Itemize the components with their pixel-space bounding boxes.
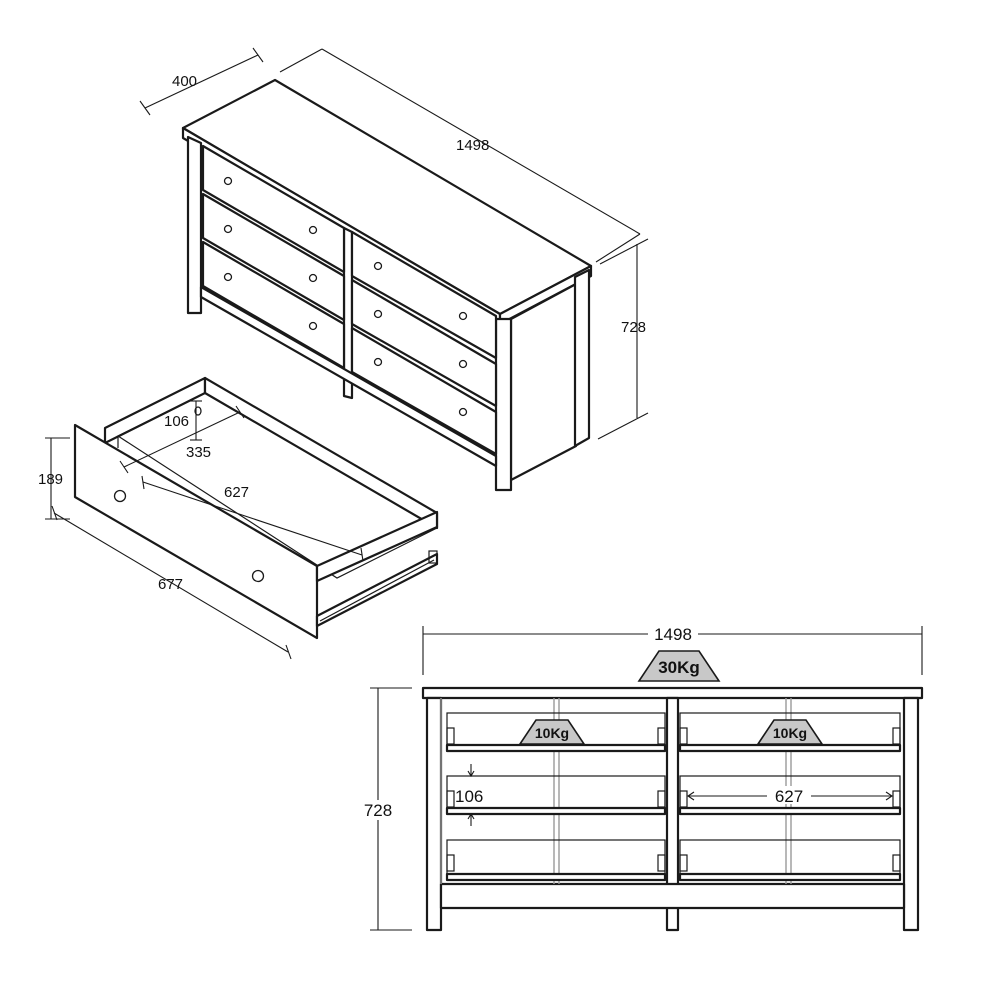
front-drawer-bottom [445, 872, 667, 882]
top-load-label: 30Kg [658, 658, 700, 677]
front-top-board [421, 686, 924, 700]
iso-depth-label: 400 [172, 73, 197, 90]
front-width-label: 1498 [654, 625, 692, 644]
iso-right-back-leg [573, 268, 591, 448]
front-left-drawers [445, 712, 667, 882]
front-drawer-depth-dimension: 627 [687, 786, 893, 806]
front-right-leg [902, 696, 920, 932]
iso-knob [458, 407, 468, 417]
front-drawer-height-dimension: 106 [455, 764, 483, 826]
iso-right-drawer-1 [350, 230, 498, 360]
iso-right-side-panel [509, 282, 578, 482]
drawer-front-height-label: 189 [38, 471, 63, 488]
iso-knob [373, 309, 383, 319]
front-elevation: 30Kg 10Kg 10Kg 1498 728 [358, 624, 924, 932]
front-left-leg [425, 696, 443, 932]
iso-knob [223, 224, 233, 234]
front-drawer-bottom [445, 743, 667, 753]
iso-right-front-leg [494, 317, 513, 492]
iso-dresser: 400 1498 728 [139, 47, 649, 492]
iso-knob [373, 357, 383, 367]
drawer-inner-depth-label: 627 [224, 484, 249, 501]
iso-depth-dimension: 400 [139, 47, 264, 116]
iso-knob [308, 273, 318, 283]
iso-left-drawer-3 [201, 240, 346, 370]
front-height-label: 728 [364, 801, 392, 820]
front-drawer-bottom [678, 806, 902, 816]
drawer-load-right-label: 10Kg [773, 725, 807, 741]
front-right-drawers [678, 712, 902, 882]
drawer-front-knob [113, 489, 127, 503]
drawer-front-panel [73, 423, 319, 640]
drawer-inner-width-label: 335 [186, 444, 211, 461]
iso-knob [308, 321, 318, 331]
drawer-inner-height-dimension: 106 [164, 400, 202, 441]
front-width-dimension: 1498 [422, 624, 923, 675]
front-drawer-depth-label: 627 [775, 787, 803, 806]
iso-left-drawer-2 [201, 192, 346, 322]
iso-width-dimension: 1498 [279, 48, 641, 263]
drawer-front-height-dimension: 189 [38, 437, 70, 520]
iso-width-label: 1498 [456, 137, 489, 154]
iso-knob [308, 225, 318, 235]
iso-right-drawer-3 [350, 326, 498, 456]
iso-height-dimension: 728 [597, 238, 649, 440]
front-back-frame-lines [440, 698, 792, 884]
front-drawer-right-3 [679, 839, 901, 877]
drawer-inner-depth-dimension: 627 [141, 475, 364, 562]
iso-height-label: 728 [621, 319, 646, 336]
iso-knob [223, 176, 233, 186]
iso-knob [458, 311, 468, 321]
drawer-back-panel [103, 376, 207, 445]
drawer-runner-end [428, 550, 438, 564]
front-height-dimension: 728 [358, 687, 412, 931]
drawer-load-left-label: 10Kg [535, 725, 569, 741]
iso-knob [373, 261, 383, 271]
drawer-front-depth-dimension: 677 [51, 505, 292, 660]
iso-right-drawer-2 [350, 278, 498, 408]
iso-knob [458, 359, 468, 369]
drawer-detail: 106 335 627 189 677 [38, 376, 439, 660]
drawer-front-knob [251, 569, 265, 583]
front-bottom-rail [439, 882, 906, 910]
front-drawer-height-label: 106 [455, 787, 483, 806]
iso-knob [223, 272, 233, 282]
front-drawer-bottom [678, 872, 902, 882]
drawer-inner-height-label: 106 [164, 413, 189, 430]
front-drawer-bottom [445, 806, 667, 816]
iso-left-front-leg [186, 135, 203, 315]
front-drawer-bottom [678, 743, 902, 753]
top-load-badge: 30Kg [637, 650, 721, 682]
drawer-inner-width-dimension: 335 [119, 405, 245, 474]
front-center-divider [665, 696, 680, 932]
iso-bottom-rail [199, 285, 498, 468]
front-drawer-left-3 [446, 839, 666, 877]
drawer-front-depth-label: 677 [158, 576, 183, 593]
drawer-left-side-panel [315, 510, 439, 583]
drawer-load-badge-right: 10Kg [756, 719, 824, 745]
iso-left-drawer-1 [201, 144, 346, 274]
iso-drawer-knobs [223, 176, 468, 417]
drawer-load-badge-left: 10Kg [518, 719, 586, 745]
